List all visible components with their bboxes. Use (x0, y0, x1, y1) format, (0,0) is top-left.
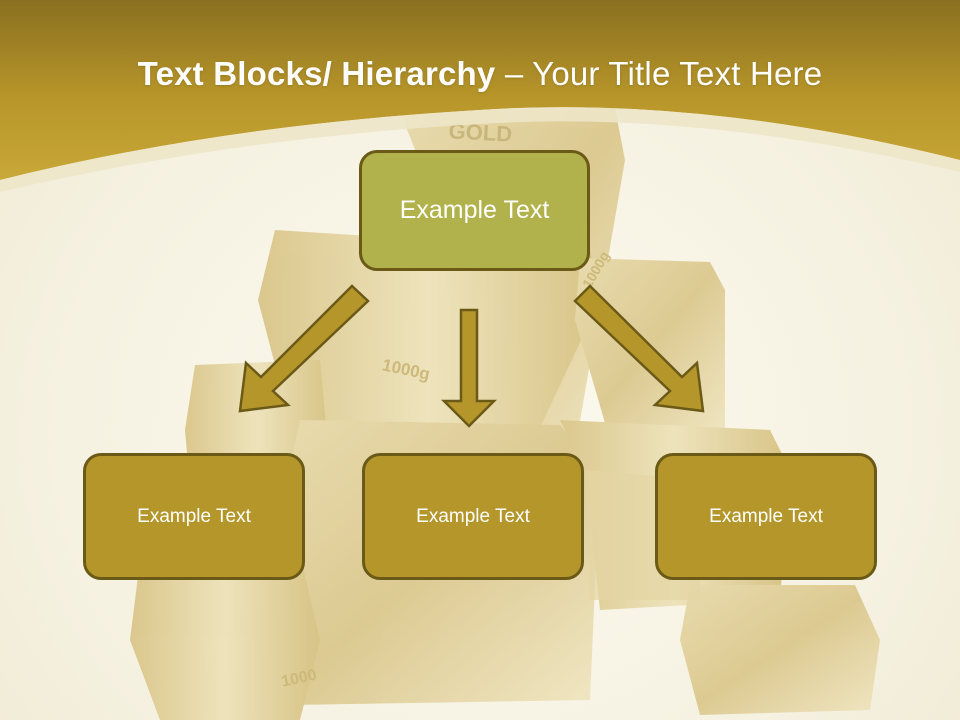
child-block-left-label: Example Text (137, 505, 251, 527)
arrow-to-left (238, 284, 370, 413)
arrow-to-center (440, 308, 498, 428)
child-block-right[interactable]: Example Text (655, 453, 877, 580)
child-block-center-label: Example Text (416, 505, 530, 527)
child-block-center[interactable]: Example Text (362, 453, 584, 580)
child-block-left[interactable]: Example Text (83, 453, 305, 580)
root-block-label: Example Text (399, 196, 550, 224)
slide-title: Text Blocks/ Hierarchy – Your Title Text… (0, 55, 960, 93)
child-block-right-label: Example Text (709, 505, 823, 527)
root-block[interactable]: Example Text (359, 150, 590, 271)
arrow-to-right (573, 284, 705, 413)
title-regular-part: – Your Title Text Here (495, 55, 823, 92)
header-band (0, 0, 960, 180)
title-bold-part: Text Blocks/ Hierarchy (137, 55, 496, 92)
header-highlight (0, 107, 960, 192)
